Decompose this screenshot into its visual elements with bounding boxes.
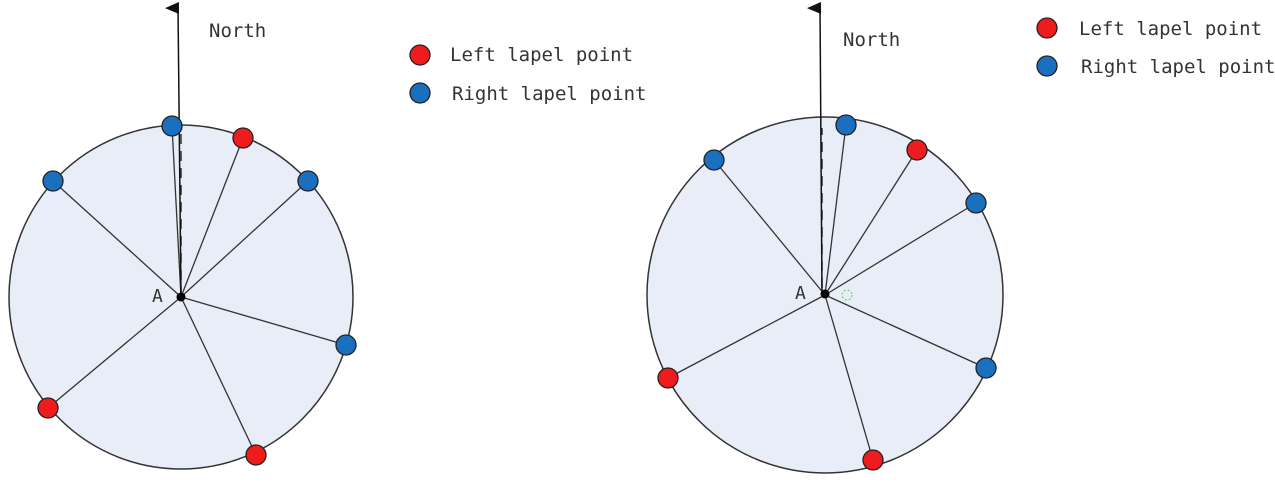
spoke xyxy=(667,294,826,379)
right-lapel-point xyxy=(297,170,319,192)
legend-right-label: Right lapel point xyxy=(1081,56,1275,78)
diagram-1: North A Left lapel point Right lapel poi… xyxy=(8,1,646,470)
legend-left-swatch xyxy=(409,44,431,66)
spoke xyxy=(824,202,977,296)
spokes xyxy=(47,125,347,456)
right-lapel-point xyxy=(975,357,997,379)
lapel-points xyxy=(657,114,997,471)
spoke xyxy=(180,296,347,346)
legend: Left lapel point Right lapel point xyxy=(409,44,646,105)
spoke xyxy=(180,180,309,298)
legend-left-label: Left lapel point xyxy=(1079,18,1262,40)
legend-right-label: Right lapel point xyxy=(452,83,646,105)
spoke xyxy=(171,125,182,298)
legend-left-swatch xyxy=(1036,17,1058,39)
left-lapel-point xyxy=(906,139,928,161)
right-lapel-point xyxy=(161,115,183,137)
right-lapel-point xyxy=(42,170,64,192)
left-lapel-point xyxy=(37,397,59,419)
left-lapel-point xyxy=(232,127,254,149)
spoke xyxy=(180,137,244,298)
right-lapel-point xyxy=(335,334,357,356)
left-lapel-point xyxy=(245,444,267,466)
north-label: North xyxy=(209,20,266,42)
spokes xyxy=(667,124,987,461)
lapel-points xyxy=(37,115,357,466)
north-arrow xyxy=(165,1,182,298)
legend-right-swatch xyxy=(1036,55,1058,77)
center-label: A xyxy=(795,283,806,304)
left-lapel-point xyxy=(862,449,884,471)
legend: Left lapel point Right lapel point xyxy=(1036,17,1275,78)
north-label: North xyxy=(843,29,900,51)
north-arrow xyxy=(807,1,823,296)
spoke xyxy=(824,124,847,296)
spoke xyxy=(824,149,918,296)
spoke xyxy=(52,180,182,298)
spoke xyxy=(824,294,874,461)
legend-right-swatch xyxy=(409,82,431,104)
right-lapel-point xyxy=(965,192,987,214)
diagram-2: North A Left lapel point Right lapel poi… xyxy=(646,1,1275,474)
right-lapel-point xyxy=(703,149,725,171)
legend-left-label: Left lapel point xyxy=(450,44,633,66)
right-lapel-point xyxy=(835,114,857,136)
center-label: A xyxy=(152,286,163,307)
spoke xyxy=(180,296,257,456)
spoke xyxy=(47,296,182,409)
center-point-a xyxy=(820,289,830,299)
marker-dot xyxy=(841,289,853,301)
center-point-a xyxy=(176,292,186,302)
left-lapel-point xyxy=(657,367,679,389)
spoke xyxy=(713,159,826,296)
spoke xyxy=(824,294,987,369)
